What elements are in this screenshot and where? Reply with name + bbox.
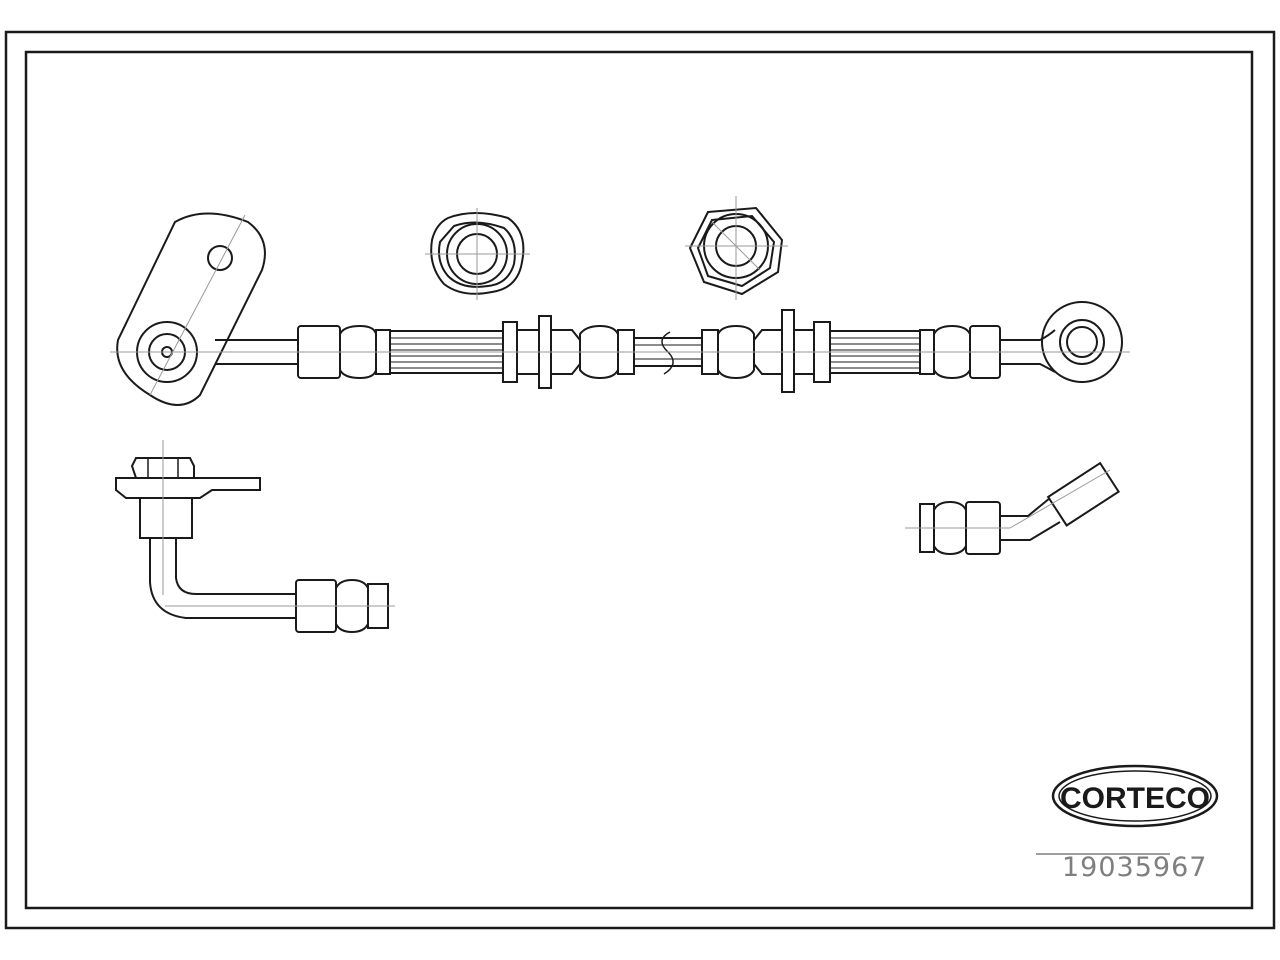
nut-front-view (425, 208, 530, 300)
mounting-bracket (116, 212, 266, 406)
part-number: 19035967 (1062, 852, 1208, 883)
corteco-logo: CORTECO (1051, 764, 1219, 828)
hose-ribbed-right (830, 330, 920, 374)
logo-text: CORTECO (1060, 782, 1210, 815)
outer-frame (4, 30, 1276, 930)
side-view-angled-end (905, 461, 1121, 556)
hose-ribbed-left (390, 330, 503, 374)
main-hose-assembly (110, 212, 1130, 406)
banjo-eye (1041, 301, 1123, 383)
nut-angled-view (685, 196, 788, 300)
side-view-bracket-fitting (115, 440, 395, 634)
inner-frame (24, 50, 1254, 910)
